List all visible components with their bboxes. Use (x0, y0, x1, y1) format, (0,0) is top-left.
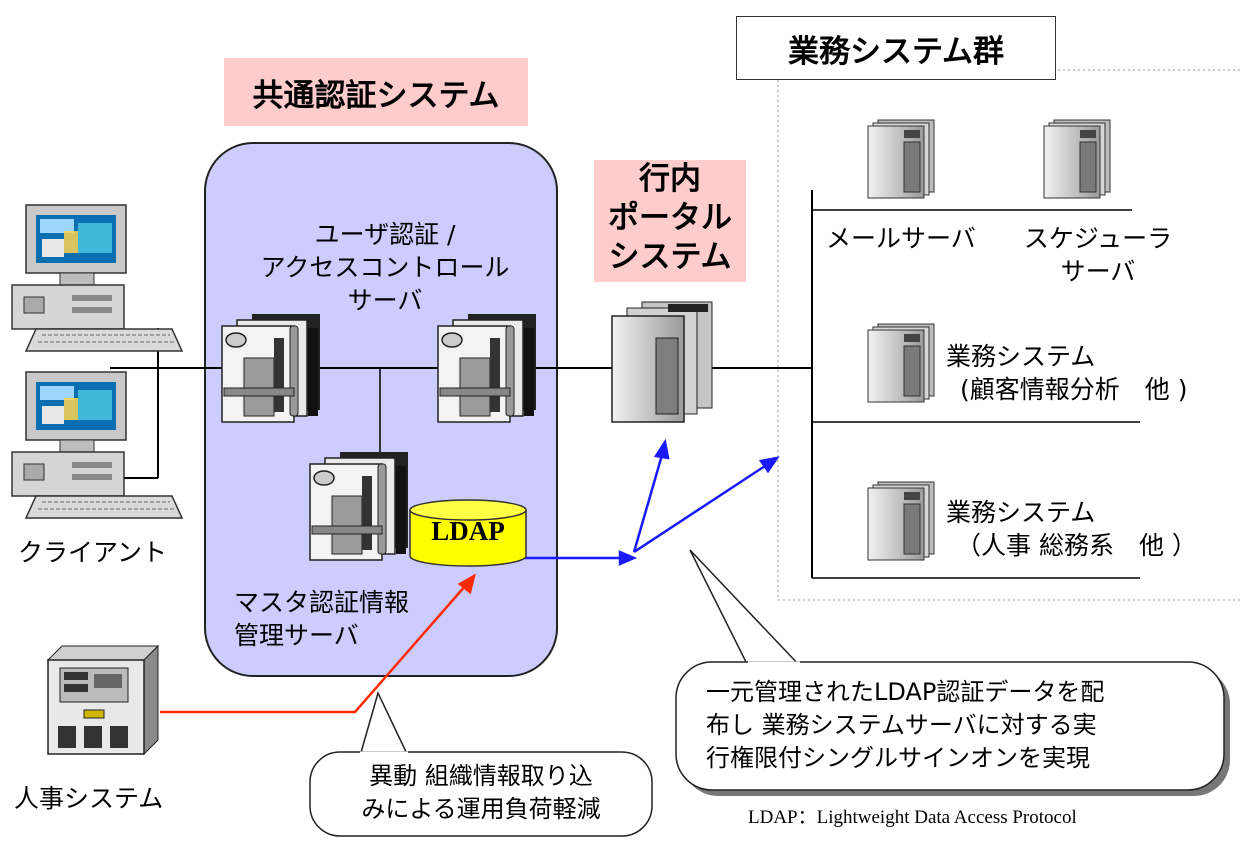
hr-callout-text: 異動 組織情報取り込 みによる運用負荷軽減 (318, 760, 644, 826)
client-label: クライアント (18, 538, 168, 567)
ldap-distribution-arrows (525, 438, 780, 566)
ldap-footnote: LDAP：Lightweight Data Access Protocol (748, 807, 1077, 828)
business-system-1-label: 業務システム (顧客情報分析 他 ) (946, 340, 1187, 406)
sso-callout-tail (689, 549, 801, 667)
client-pc-icon-2 (11, 371, 183, 519)
master-server-icon (309, 451, 409, 561)
master-server-label: マスタ認証情報 管理サーバ (234, 586, 409, 652)
business-group-title: 業務システム群 (736, 16, 1056, 80)
master-server-label-line-2: 管理サーバ (234, 621, 359, 650)
scheduler-server-icon (1043, 119, 1111, 199)
mail-server-icon (867, 119, 935, 199)
auth-server-label-line-2: アクセスコントロール (260, 253, 510, 282)
hr-callout-line-1: 異動 組織情報取り込 (369, 762, 593, 790)
hr-system-server-icon (46, 644, 160, 756)
sso-callout-text: 一元管理されたLDAP認証データを配 布し 業務システムサーバに対する実 行権限… (706, 676, 1104, 775)
hr-callout-line-2: みによる運用負荷軽減 (361, 795, 601, 823)
business-system-1-label-line-1: 業務システム (946, 342, 1096, 371)
scheduler-server-label-line-2: サーバ (1060, 257, 1136, 286)
business-system-2-label-line-1: 業務システム (946, 498, 1096, 527)
sso-callout-line-2: 布し 業務システムサーバに対する実 (706, 711, 1097, 739)
portal-title-line-1: 行内 (639, 161, 701, 197)
portal-server-icon (611, 301, 713, 423)
portal-title: 行内 ポータル システム (594, 160, 746, 282)
hr-import-arrow (160, 573, 476, 714)
portal-title-line-2: ポータル (608, 200, 732, 236)
scheduler-server-label-line-1: スケジューラ (1023, 224, 1173, 253)
auth-server-label: ユーザ認証 / アクセスコントロール サーバ (255, 218, 515, 317)
hr-system-label: 人事システム (14, 784, 164, 813)
auth-server-icon-2 (437, 313, 537, 423)
ldap-database-icon (409, 499, 527, 567)
common-auth-title: 共通認証システム (224, 58, 528, 126)
master-server-label-line-1: マスタ認証情報 (234, 588, 410, 617)
sso-callout-line-3: 行権限付シングルサインオンを実現 (706, 744, 1090, 772)
hr-callout-bubble (309, 751, 653, 837)
auth-server-label-line-1: ユーザ認証 / (314, 220, 456, 249)
auth-server-label-line-3: サーバ (347, 286, 423, 315)
business-server-icon-1 (867, 323, 935, 403)
scheduler-server-label: スケジューラ サーバ (1010, 222, 1186, 288)
hr-callout-tail (359, 690, 409, 757)
sso-callout-bubble (675, 661, 1225, 791)
client-pc-icon-1 (11, 204, 183, 352)
auth-server-icon-1 (221, 313, 321, 423)
business-system-2-label-line-2: （人事 総務系 他 ） (956, 531, 1197, 560)
business-system-2-label: 業務システム （人事 総務系 他 ） (946, 496, 1197, 562)
mail-server-label: メールサーバ (826, 224, 976, 253)
business-server-icon-2 (867, 481, 935, 561)
ldap-label: LDAP (431, 516, 505, 546)
business-system-1-label-line-2: (顧客情報分析 他 ) (960, 375, 1188, 404)
portal-title-line-3: システム (608, 239, 732, 275)
sso-callout-line-1: 一元管理されたLDAP認証データを配 (706, 678, 1105, 706)
